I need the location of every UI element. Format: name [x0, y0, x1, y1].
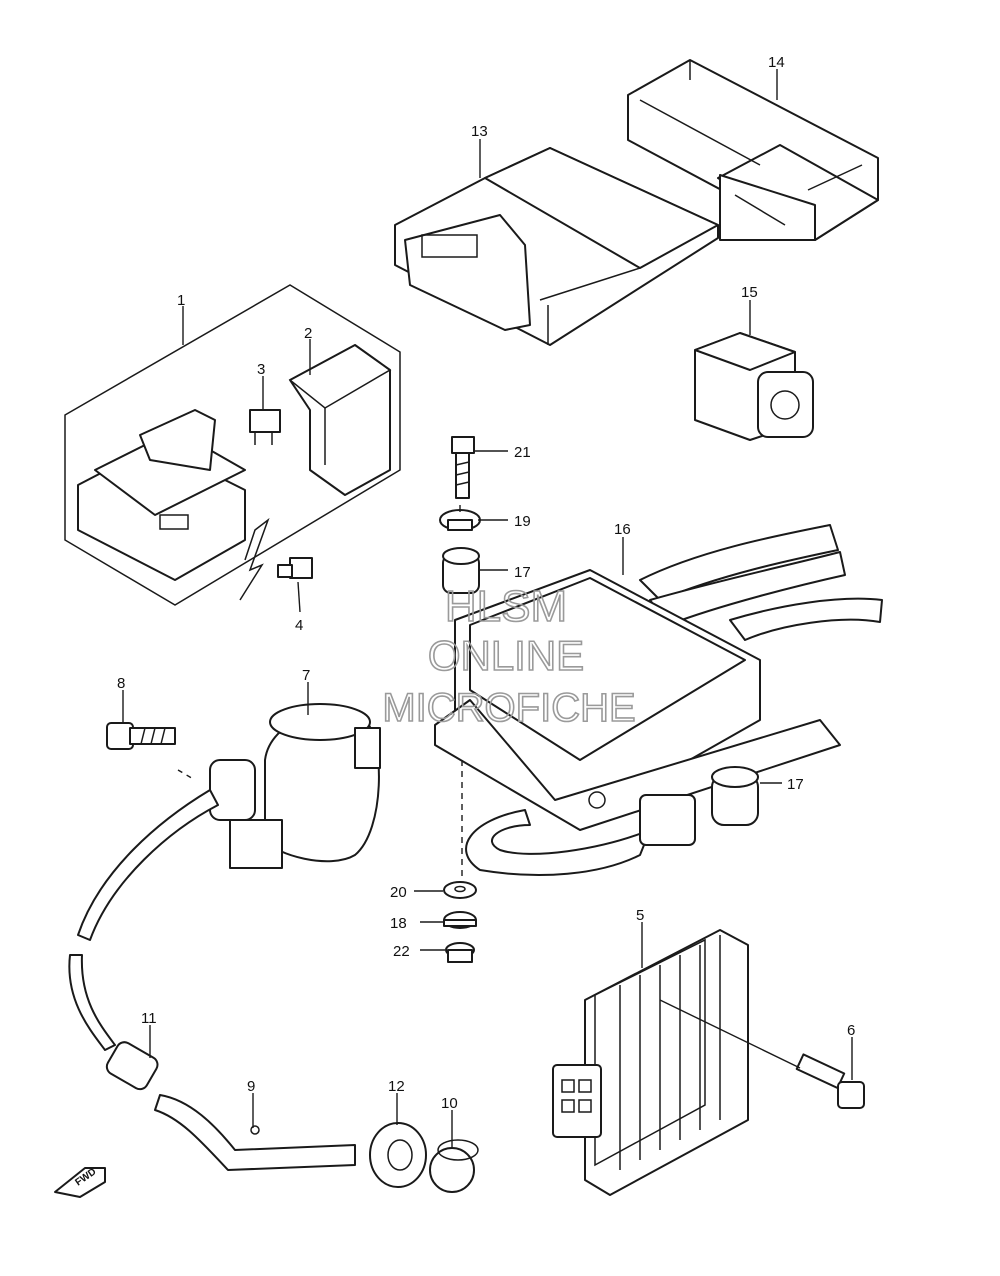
callout-2: 2 — [304, 325, 312, 342]
callout-11: 11 — [141, 1010, 157, 1027]
callout-19: 19 — [514, 513, 531, 530]
callout-18: 18 — [390, 915, 407, 932]
watermark-line-3: MICROFICHE — [382, 686, 635, 730]
part-7-ignition-coil[interactable] — [77, 703, 381, 941]
part-10-cap[interactable] — [429, 1139, 479, 1193]
watermark: HLSM ONLINE MICROFICHE — [382, 581, 637, 731]
callout-15: 15 — [741, 284, 758, 301]
part-4-bolt[interactable] — [277, 557, 313, 579]
part-6-bolt[interactable] — [795, 1053, 865, 1109]
part-13-ecu[interactable] — [394, 147, 719, 346]
callout-1: 1 — [177, 292, 185, 309]
callout-16: 16 — [614, 521, 631, 538]
callout-14: 14 — [768, 54, 785, 71]
part-3-fuse[interactable] — [249, 409, 281, 445]
watermark-line-2: ONLINE — [428, 632, 584, 679]
part-19-collar[interactable] — [439, 509, 481, 531]
fwd-direction-arrow: FWD — [54, 1166, 106, 1198]
callout-10: 10 — [441, 1095, 458, 1112]
callout-labels: 1 2 3 4 5 6 7 8 9 10 11 12 13 14 15 16 1… — [117, 54, 855, 1112]
part-1-starter-relay[interactable] — [64, 284, 401, 606]
callout-21: 21 — [514, 444, 531, 461]
callout-6: 6 — [847, 1022, 855, 1039]
part-17-grommet-upper[interactable] — [442, 547, 480, 594]
part-22-nut[interactable] — [445, 942, 475, 963]
callout-13: 13 — [471, 123, 488, 140]
part-15-connector[interactable] — [694, 332, 814, 441]
callout-20: 20 — [390, 884, 407, 901]
part-17-grommet-lower[interactable] — [711, 766, 759, 826]
leader-lines — [122, 69, 853, 1148]
callout-3: 3 — [257, 361, 265, 378]
callout-12: 12 — [388, 1078, 405, 1095]
part-12-seal-ring[interactable] — [369, 1122, 427, 1188]
callout-17-upper: 17 — [514, 564, 531, 581]
callout-5: 5 — [636, 907, 644, 924]
callout-22: 22 — [393, 943, 410, 960]
callout-7: 7 — [302, 667, 310, 684]
callout-8: 8 — [117, 675, 125, 692]
part-2-relay-cover[interactable] — [288, 344, 392, 496]
watermark-line-1: HLSM — [445, 582, 567, 631]
part-9-spark-plug-cap[interactable] — [154, 1094, 356, 1171]
part-11-plug-cap-boot[interactable] — [68, 954, 160, 1092]
part-18-washer[interactable] — [443, 911, 477, 929]
callout-9: 9 — [247, 1078, 255, 1095]
part-21-bolt[interactable] — [451, 436, 475, 499]
callout-4: 4 — [295, 617, 303, 634]
callout-17-lower: 17 — [787, 776, 804, 793]
part-20-washer[interactable] — [443, 881, 477, 899]
part-8-bolt[interactable] — [106, 722, 176, 750]
part-16-control-unit[interactable] — [434, 524, 883, 876]
part-5-regulator-rectifier[interactable] — [552, 929, 749, 1196]
part-14-ecu-cover[interactable] — [627, 59, 879, 241]
